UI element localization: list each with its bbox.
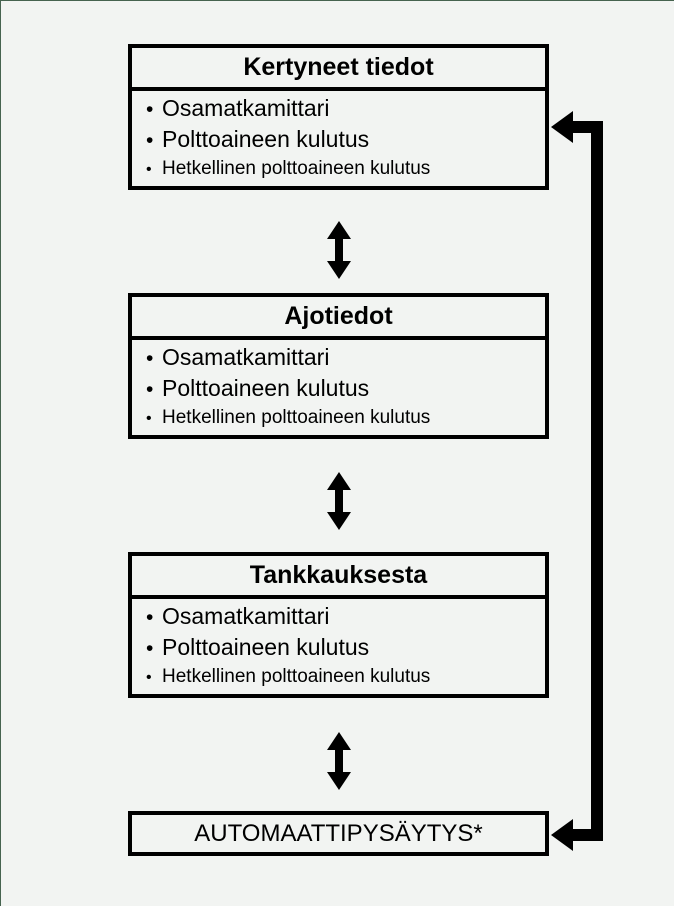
automatic-stop-box: AUTOMAATTIPYSÄYTYS* [128,811,549,856]
info-box-body: • Osamatkamittari • Polttoaineen kulutus •… [132,599,545,694]
list-item: • Osamatkamittari [146,605,545,636]
info-box-title: Ajotiedot [132,297,545,340]
list-item-label: Polttoaineen kulutus [162,375,370,401]
list-item-label: Osamatkamittari [162,344,330,370]
connector-box2-box3 [323,472,355,530]
list-item-label: Hetkellinen polttoaineen kulutus [162,407,431,428]
bullet-icon: • [146,347,154,370]
bullet-icon: • [146,129,154,152]
list-item: • Hetkellinen polttoaineen kulutus [146,667,545,686]
info-box-body: • Osamatkamittari • Polttoaineen kulutus •… [132,91,545,186]
bullet-icon: • [146,161,152,178]
list-item: • Hetkellinen polttoaineen kulutus [146,408,545,427]
connector-box1-box2 [323,221,355,279]
list-item: • Polttoaineen kulutus [146,377,545,408]
arrowhead-bottom-left [551,819,573,851]
list-item: • Hetkellinen polttoaineen kulutus [146,159,545,178]
bullet-icon: • [146,606,154,629]
info-box-title: Kertyneet tiedot [132,48,545,91]
info-box-ajotiedot: Ajotiedot • Osamatkamittari • Polttoaineen… [128,293,549,439]
return-path [549,107,613,855]
list-item-label: Polttoaineen kulutus [162,634,370,660]
arrowhead-top-left [551,111,573,143]
list-item-label: Hetkellinen polttoaineen kulutus [162,666,431,687]
info-box-body: • Osamatkamittari • Polttoaineen kulutus •… [132,340,545,435]
list-item-label: Polttoaineen kulutus [162,126,370,152]
connector-box3-footer [323,732,355,790]
list-item: • Osamatkamittari [146,97,545,128]
bullet-icon: • [146,637,154,660]
list-item: • Osamatkamittari [146,346,545,377]
bullet-icon: • [146,378,154,401]
list-item-label: Osamatkamittari [162,95,330,121]
info-box-title: Tankkauksesta [132,556,545,599]
info-box-kertyneet-tiedot: Kertyneet tiedot • Osamatkamittari • Poltt… [128,44,549,190]
list-item-label: Hetkellinen polttoaineen kulutus [162,158,431,179]
list-item: • Polttoaineen kulutus [146,636,545,667]
info-box-tankkauksesta: Tankkauksesta • Osamatkamittari • Polttoai… [128,552,549,698]
bullet-icon: • [146,98,154,121]
bullet-icon: • [146,410,152,427]
list-item-label: Osamatkamittari [162,603,330,629]
bullet-icon: • [146,669,152,686]
list-item: • Polttoaineen kulutus [146,128,545,159]
